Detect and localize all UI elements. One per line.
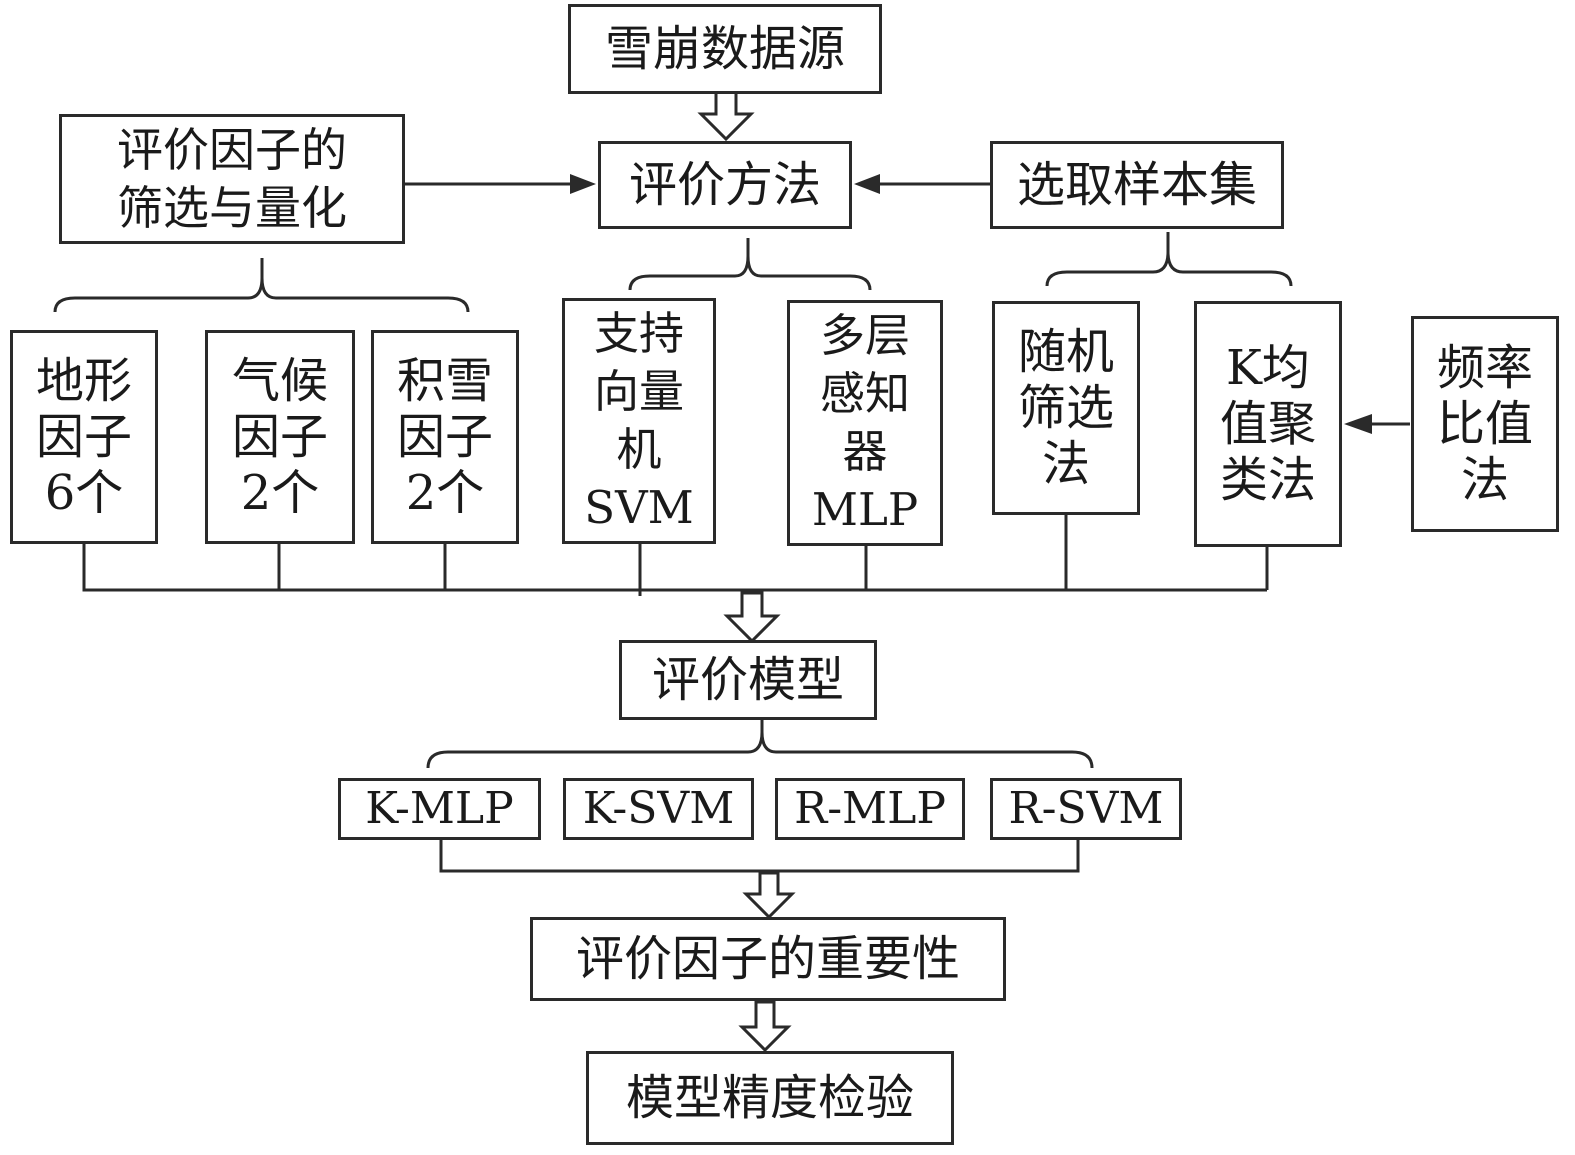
r-svm-box: R-SVM — [990, 778, 1182, 840]
data-source-label: 雪崩数据源 — [604, 21, 845, 77]
hollow-arrow-source-to-method — [697, 86, 755, 142]
r-mlp-label: R-MLP — [794, 783, 946, 834]
accuracy-label: 模型精度检验 — [625, 1070, 914, 1126]
eval-model-label: 评价模型 — [651, 652, 844, 708]
random-selection-box: 随机 筛选 法 — [992, 301, 1140, 515]
hollow-arrow-models-to-importance — [742, 871, 796, 920]
accuracy-box: 模型精度检验 — [586, 1051, 954, 1145]
kmeans-label: K均 值聚 类法 — [1219, 340, 1316, 508]
brace-methods — [628, 238, 872, 291]
snow-factor-label: 积雪 因子 2个 — [396, 353, 493, 521]
svm-box: 支持 向量 机 SVM — [562, 298, 716, 544]
mlp-box: 多层 感知 器 MLP — [787, 300, 943, 546]
snow-factor-box: 积雪 因子 2个 — [371, 330, 519, 544]
data-source-box: 雪崩数据源 — [568, 4, 882, 94]
bus-connector-top — [82, 514, 1269, 596]
kmeans-box: K均 值聚 类法 — [1194, 301, 1342, 547]
arrowhead-factors — [570, 174, 596, 194]
r-mlp-box: R-MLP — [775, 778, 965, 840]
mlp-label: 多层 感知 器 MLP — [811, 309, 919, 536]
k-svm-label: K-SVM — [582, 783, 735, 834]
svm-label: 支持 向量 机 SVM — [584, 307, 694, 534]
factor-selection-label: 评价因子的 筛选与量化 — [117, 123, 347, 235]
bracket-models — [439, 838, 1080, 873]
random-selection-label: 随机 筛选 法 — [1017, 324, 1114, 492]
brace-factors — [53, 258, 470, 313]
importance-box: 评价因子的重要性 — [530, 917, 1006, 1001]
terrain-factor-box: 地形 因子 6个 — [10, 330, 158, 544]
importance-label: 评价因子的重要性 — [575, 931, 960, 987]
terrain-factor-label: 地形 因子 6个 — [35, 353, 132, 521]
climate-factor-box: 气候 因子 2个 — [205, 330, 355, 544]
frequency-ratio-label: 频率 比值 法 — [1436, 340, 1533, 508]
brace-models — [426, 716, 1094, 769]
sample-set-box: 选取样本集 — [990, 141, 1284, 229]
hollow-arrow-bus-to-model — [723, 591, 781, 644]
k-svm-box: K-SVM — [563, 778, 754, 840]
arrowhead-freq — [1344, 414, 1372, 434]
factor-selection-box: 评价因子的 筛选与量化 — [59, 114, 405, 244]
arrowhead-samples — [854, 174, 880, 194]
sample-set-label: 选取样本集 — [1016, 157, 1257, 213]
eval-method-label: 评价方法 — [628, 157, 821, 213]
eval-method-box: 评价方法 — [598, 141, 852, 229]
k-mlp-label: K-MLP — [365, 783, 514, 834]
eval-model-box: 评价模型 — [619, 640, 877, 720]
frequency-ratio-box: 频率 比值 法 — [1411, 316, 1559, 532]
brace-samples — [1045, 232, 1293, 287]
k-mlp-box: K-MLP — [338, 778, 541, 840]
hollow-arrow-importance-to-accuracy — [738, 1000, 792, 1053]
climate-factor-label: 气候 因子 2个 — [231, 353, 328, 521]
r-svm-label: R-SVM — [1008, 783, 1164, 834]
